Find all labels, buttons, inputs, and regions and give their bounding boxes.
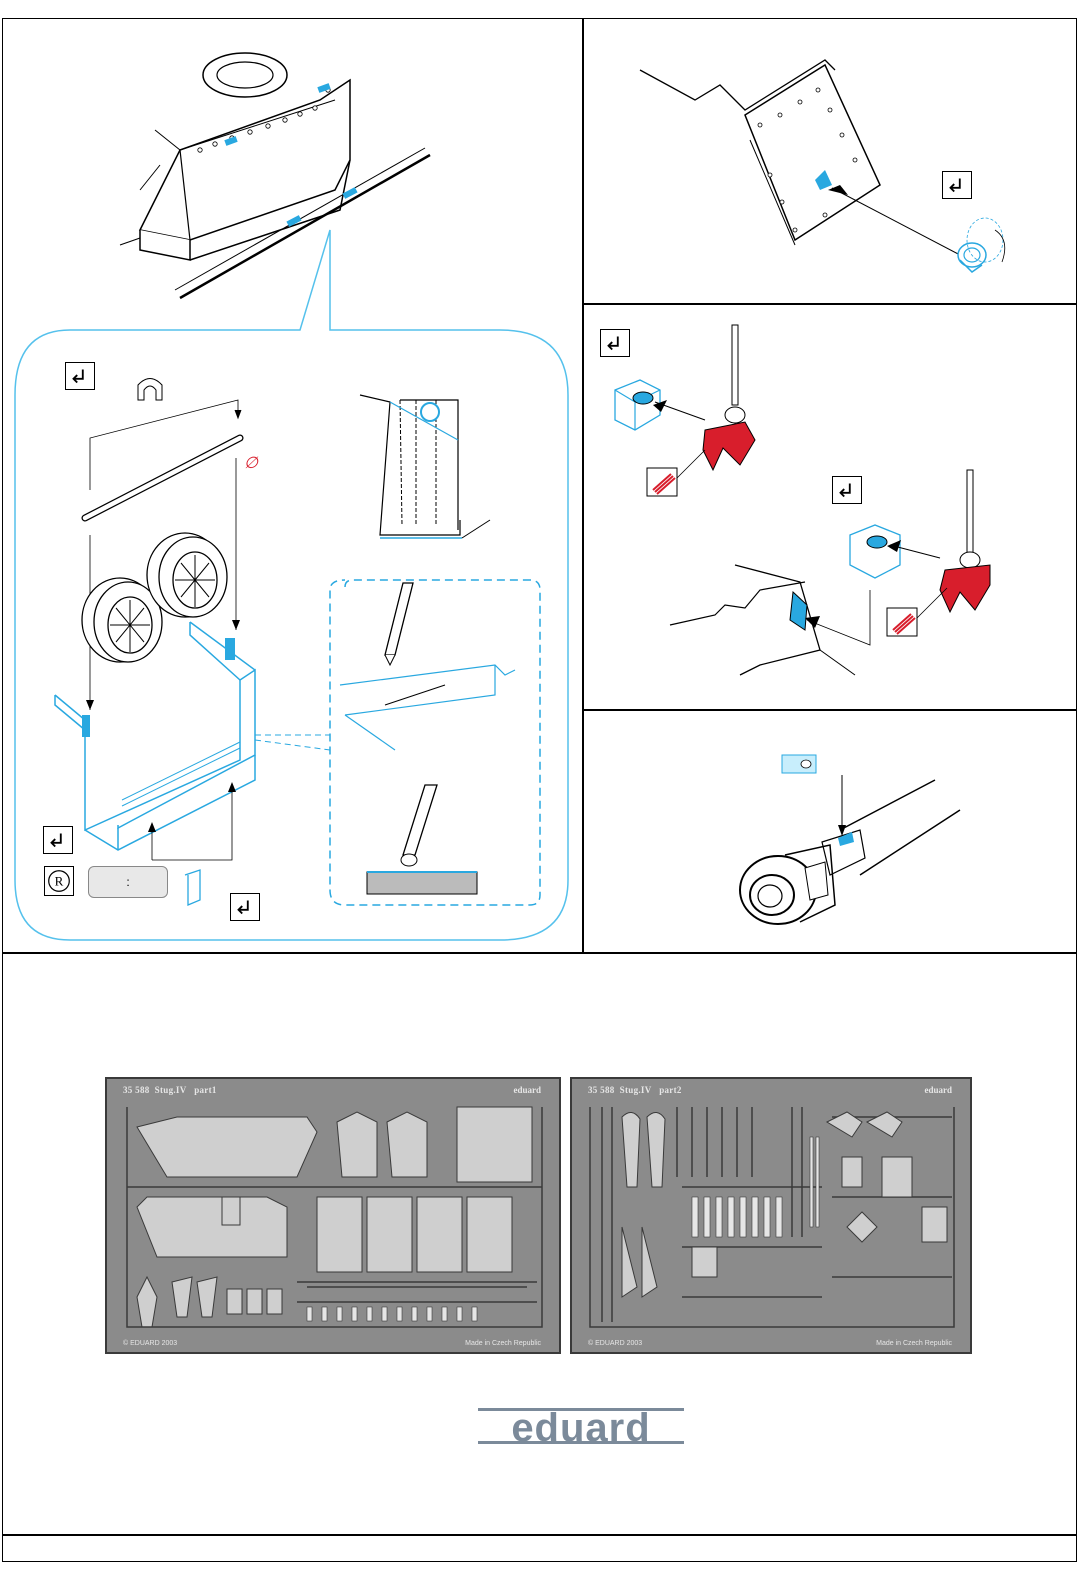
bending-technique-detail (245, 575, 545, 915)
right-section-divider-1 (582, 303, 1077, 305)
fret-plate-part1: 35 588 Stug.IV part1 eduard (105, 1077, 561, 1354)
antenna-mount-drawing (595, 320, 1065, 700)
fret-parts-part2 (582, 1097, 962, 1333)
logo-bottom-rule (478, 1441, 684, 1444)
fret-parts-part1 (117, 1097, 549, 1333)
top-sections-bottom-divider (2, 952, 1077, 954)
footer-divider (2, 1534, 1077, 1536)
hatch-plate-drawing (600, 40, 1060, 290)
right-section-divider-2 (582, 709, 1077, 711)
fret-made-in: Made in Czech Republic (876, 1340, 952, 1347)
fret-made-in: Made in Czech Republic (465, 1340, 541, 1347)
rack-section-detail (350, 390, 500, 570)
logo-text: eduard (478, 1406, 684, 1451)
eduard-logo: eduard (478, 1408, 684, 1444)
fret-plate-part2: 35 588 Stug.IV part2 eduard (570, 1077, 972, 1354)
fret-brand: eduard (513, 1085, 541, 1095)
fret-copyright: © EDUARD 2003 (588, 1340, 642, 1347)
fret-copyright: © EDUARD 2003 (123, 1340, 177, 1347)
step-icon-hatch (942, 171, 972, 199)
fret-header: 35 588 Stug.IV part1 (123, 1085, 217, 1095)
muzzle-brake-drawing (730, 750, 980, 940)
fret-brand: eduard (924, 1085, 952, 1095)
fret-header: 35 588 Stug.IV part2 (588, 1085, 682, 1095)
column-divider (582, 18, 584, 953)
